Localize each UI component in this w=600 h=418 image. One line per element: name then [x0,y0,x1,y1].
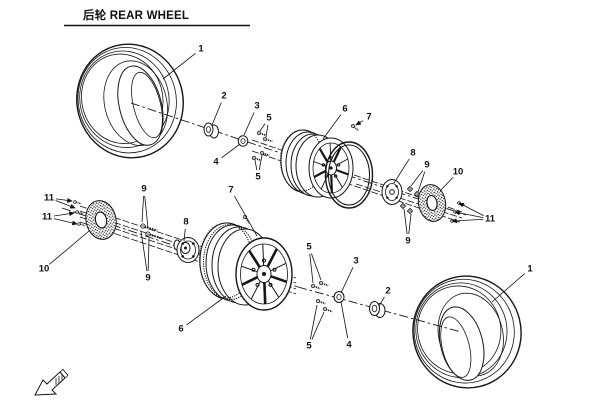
callout-leader-6 [322,114,342,140]
callout-leader-3 [243,112,255,136]
callout-label-4: 4 [346,340,352,351]
callout-leader-11 [454,210,484,219]
callout-leader-5 [309,304,318,340]
callout-leader-4 [340,301,349,339]
tire-top-left [76,43,184,159]
callout-leader-1 [491,273,525,303]
callout-label-1: 1 [198,44,204,55]
callout-label-5: 5 [255,172,261,183]
callout-leader-9 [417,171,426,193]
brake-disc-lower [85,200,117,240]
callout-label-11: 11 [44,193,55,204]
rim-bolt-upper [350,123,361,133]
axle-nut-lower [333,291,345,303]
callout-label-9: 9 [141,184,146,195]
callout-leader-2 [211,102,222,126]
callout-leader-5 [311,253,322,281]
callout-leader-11 [55,197,73,203]
callout-label-1: 1 [527,264,533,275]
callout-label-6: 6 [178,324,183,335]
page-title: 后轮 REAR WHEEL [83,8,189,22]
callout-label-5: 5 [266,113,272,124]
callout-label-11: 11 [42,212,53,223]
callout-leader-9 [408,213,412,235]
callout-leader-11 [53,211,75,217]
wheel-bolts-lower [310,280,334,314]
callout-leader-5 [258,154,263,171]
wheel-rim-upper [280,123,361,199]
spacer-lower [369,301,386,318]
callout-label-6: 6 [342,104,347,115]
callout-leader-11 [451,218,484,224]
callout-label-3: 3 [353,256,358,267]
callout-leader-9 [141,195,144,223]
callout-leader-11 [55,200,76,209]
callout-leader-5 [309,253,314,284]
tire-bottom-right [412,275,522,389]
callout-leader-11 [458,202,484,217]
callout-label-5: 5 [306,242,312,253]
callout-leader-7 [355,120,364,126]
callout-leader-2 [378,296,385,307]
brake-disc-upper [417,184,447,222]
washers-upper [399,185,421,215]
hub-lower [173,237,200,263]
callout-label-4: 4 [213,157,219,168]
callout-leader-9 [147,237,150,272]
spacer-upper [203,122,219,139]
front-direction-arrow-icon [34,368,69,396]
wheel-rim-lower [199,222,293,311]
callout-leader-4 [221,143,241,159]
callout-leader-6 [186,295,227,326]
callout-leader-9 [140,230,148,272]
axis-centerline-lower-right [297,286,462,333]
callout-label-9: 9 [405,236,410,247]
callout-label-11: 11 [485,214,496,225]
callout-leader-8 [393,158,410,184]
callout-leader-3 [340,267,354,294]
callout-leader-10 [440,176,454,191]
callout-label-10: 10 [453,167,464,178]
callout-leader-8 [183,228,186,242]
callout-label-7: 7 [366,112,371,123]
callout-label-5: 5 [306,341,312,352]
callout-leader-5 [254,159,258,171]
callout-label-10: 10 [39,264,50,275]
axle-nut-upper [237,135,249,147]
callout-leader-5 [311,311,325,340]
hub-upper [381,179,403,205]
callout-label-9: 9 [145,273,150,284]
bead-ring-upper [324,141,374,209]
callout-label-3: 3 [254,101,259,112]
callout-leader-9 [403,208,408,235]
callout-leader-10 [49,230,90,265]
callout-leader-1 [162,53,196,80]
callout-label-2: 2 [221,91,226,102]
callout-leader-7 [234,195,258,237]
callout-leader-9 [410,170,424,187]
callout-label-8: 8 [410,148,415,159]
callout-label-9: 9 [424,160,429,171]
callout-leader-9 [144,195,149,229]
callout-label-8: 8 [183,217,188,228]
callout-leader-11 [53,218,78,226]
callout-label-7: 7 [228,185,233,196]
callout-leader-5 [259,123,266,132]
callout-leader-5 [265,124,269,138]
callout-label-2: 2 [385,286,390,297]
